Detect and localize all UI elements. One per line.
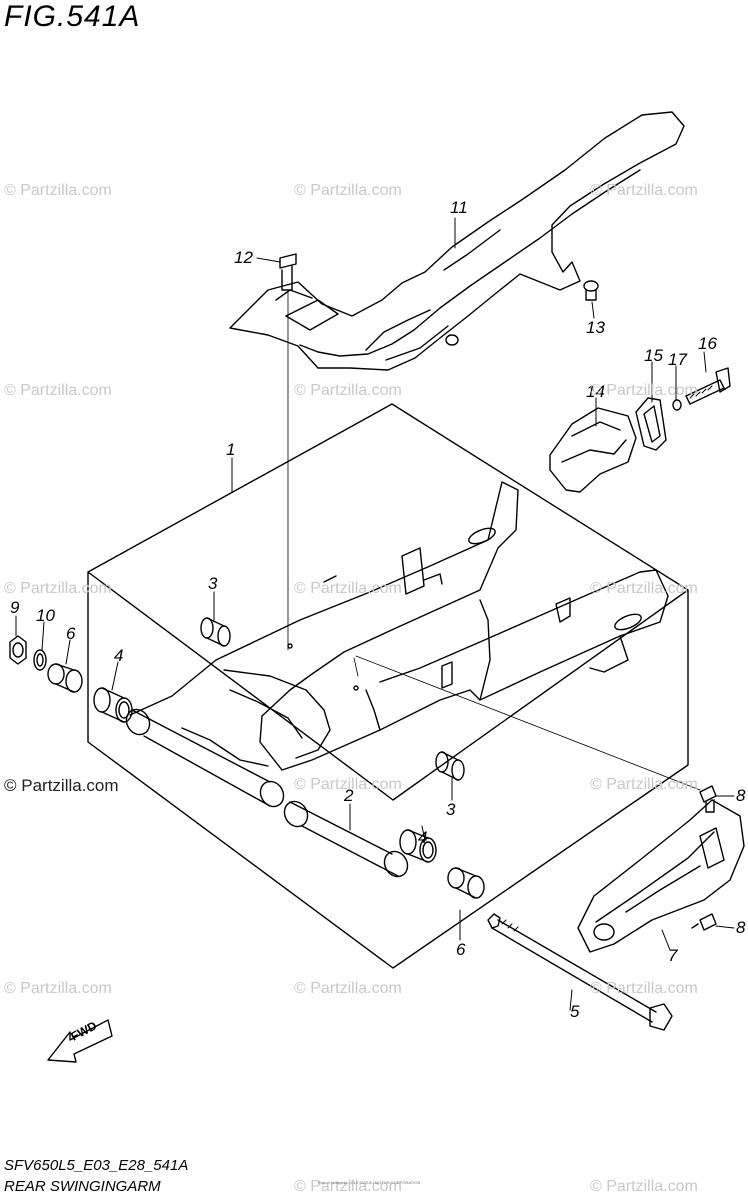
watermark: © Partzilla.com <box>590 776 698 793</box>
washer-10 <box>33 649 47 671</box>
watermark: © Partzilla.com <box>590 382 698 399</box>
pivot-tube <box>125 708 285 808</box>
pivot-shaft-5 <box>487 913 673 1031</box>
watermark: © Partzilla.com <box>590 182 698 199</box>
leader-lines <box>15 217 735 1011</box>
watermark: © Partzilla.com <box>294 980 402 997</box>
callout-16: 16 <box>698 334 717 353</box>
chain-buffer-14 <box>549 407 637 493</box>
callout-9: 9 <box>10 598 20 617</box>
chain-guard-7 <box>577 799 745 953</box>
watermark: © Partzilla.com <box>590 1178 698 1195</box>
watermark: © Partzilla.com <box>294 382 402 399</box>
callout-3: 3 <box>446 800 456 819</box>
bolt-16 <box>685 367 731 405</box>
figure-subtitle: REAR SWINGINGARM <box>4 1178 161 1195</box>
callout-11: 11 <box>450 198 468 217</box>
callout-14: 14 <box>586 382 605 401</box>
swingarm <box>129 481 701 791</box>
callout-3: 3 <box>208 574 218 593</box>
callout-12: 12 <box>234 248 253 267</box>
spacer-6-left <box>47 663 83 693</box>
watermark: © Partzilla.com <box>590 580 698 597</box>
figure-title: FIG.541A <box>4 0 141 33</box>
callout-6: 6 <box>456 940 466 959</box>
fwd-arrow <box>47 1019 113 1063</box>
callout-8: 8 <box>736 786 746 805</box>
watermark: © Partzilla.com <box>294 1178 402 1195</box>
callout-13: 13 <box>586 318 605 337</box>
washer-17 <box>672 399 682 411</box>
watermark: © Partzilla.com <box>4 580 112 597</box>
assembly-box <box>87 403 689 969</box>
spacer-6-right <box>447 867 485 899</box>
callout-1: 1 <box>226 440 236 459</box>
callout-15: 15 <box>644 346 663 365</box>
callout-10: 10 <box>36 606 55 625</box>
callout-8: 8 <box>736 918 746 937</box>
bushing-3-upper <box>200 617 231 647</box>
figure-code: SFV650L5_E03_E28_541A <box>4 1157 189 1174</box>
bearing-4-right <box>399 829 437 863</box>
pipe-2 <box>283 800 409 878</box>
chain-cover <box>229 111 685 371</box>
callout-5: 5 <box>570 1002 580 1021</box>
watermark: © Partzilla.com <box>4 776 119 795</box>
callout-4: 4 <box>114 646 124 665</box>
plate-15 <box>635 397 667 451</box>
callout-7: 7 <box>668 946 678 965</box>
callout-4: 4 <box>418 828 428 847</box>
nut-9 <box>9 635 27 665</box>
watermark: © Partzilla.com <box>4 382 112 399</box>
fine-print: Part of design by 2014 SUZUKI MOTOR CORP… <box>318 1180 421 1185</box>
callout-17: 17 <box>668 350 687 369</box>
bolt-12 <box>279 253 297 651</box>
callout-6: 6 <box>66 624 76 643</box>
screw-13 <box>583 280 599 301</box>
bolt-8-lower <box>691 913 717 931</box>
callout-2: 2 <box>344 786 354 805</box>
watermark: © Partzilla.com <box>4 182 112 199</box>
watermark: © Partzilla.com <box>294 580 402 597</box>
bushing-3-lower <box>435 751 465 781</box>
watermark: © Partzilla.com <box>4 980 112 997</box>
bearing-4-left <box>93 687 133 723</box>
watermark: © Partzilla.com <box>590 980 698 997</box>
watermark: © Partzilla.com <box>294 776 402 793</box>
watermark: © Partzilla.com <box>294 182 402 199</box>
